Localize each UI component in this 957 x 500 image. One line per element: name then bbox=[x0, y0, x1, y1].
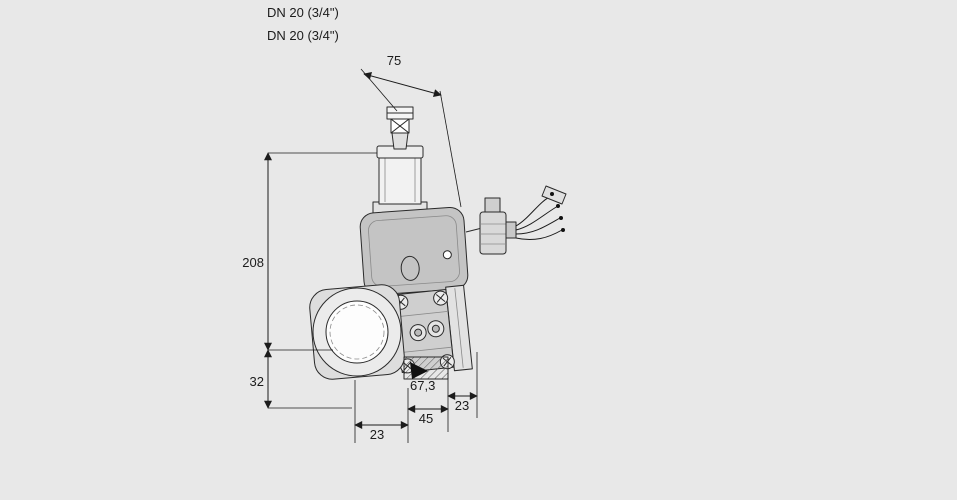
bottom-section-detail bbox=[403, 356, 449, 380]
body-port-screw-center bbox=[431, 324, 440, 333]
plug-top-block bbox=[484, 197, 501, 213]
dimension-75: 75 bbox=[360, 53, 462, 208]
wire bbox=[515, 205, 559, 231]
dimension-208: 208 bbox=[242, 152, 377, 351]
wire-end-dot bbox=[550, 192, 554, 196]
wire-end-dot bbox=[556, 204, 560, 208]
housing-sight-hole bbox=[442, 250, 452, 260]
top-connector bbox=[386, 106, 414, 150]
housing-panel bbox=[368, 215, 460, 287]
connector-cross-line bbox=[390, 118, 410, 134]
extension-line bbox=[439, 90, 462, 208]
actuator-body bbox=[378, 155, 422, 205]
dimension-label-23-left: 23 bbox=[370, 427, 384, 442]
port-thread bbox=[329, 304, 385, 360]
dimension-label-45: 45 bbox=[419, 411, 433, 426]
rear-plate-line bbox=[454, 288, 464, 368]
cable-gland bbox=[505, 221, 517, 239]
connector-neck bbox=[391, 132, 409, 150]
housing-outline bbox=[359, 206, 469, 296]
plug-link-line bbox=[465, 227, 483, 233]
dimension-line bbox=[363, 72, 442, 97]
dimension-label-75: 75 bbox=[387, 53, 401, 68]
dimension-label-208: 208 bbox=[242, 255, 264, 270]
section-hatch bbox=[403, 356, 449, 380]
valve-body bbox=[393, 288, 455, 374]
wire-end-dot bbox=[559, 216, 563, 220]
wire bbox=[515, 217, 561, 235]
cable-plug-assembly bbox=[465, 185, 567, 255]
body-port-screw-center bbox=[414, 328, 423, 337]
inlet-flange bbox=[309, 284, 405, 380]
body-line bbox=[400, 346, 452, 354]
wire bbox=[515, 229, 563, 241]
dn-labels: DN 20 (3/4") DN 20 (3/4") bbox=[267, 5, 339, 43]
dimension-label-67-3: 67,3 bbox=[410, 378, 435, 393]
dimension-label-23-right: 23 bbox=[455, 398, 469, 413]
extension-line bbox=[360, 68, 398, 112]
dimension-67-3: 67,3 bbox=[410, 378, 435, 393]
section-arrow bbox=[410, 362, 428, 379]
solenoid-actuator bbox=[372, 145, 428, 215]
wire-end-dot bbox=[561, 228, 565, 232]
bolt-top-right bbox=[433, 290, 449, 306]
dn-label-line1: DN 20 (3/4") bbox=[267, 5, 339, 20]
wire-end-connector bbox=[541, 185, 567, 205]
port-bore bbox=[325, 300, 389, 364]
body-line bbox=[396, 310, 449, 318]
dimension-label-32: 32 bbox=[250, 374, 264, 389]
dn-label-line2: DN 20 (3/4") bbox=[267, 28, 339, 43]
dimension-bottom-group: 23 45 23 bbox=[354, 352, 478, 443]
housing-oval-detail bbox=[400, 255, 420, 281]
dimension-32: 32 bbox=[250, 349, 352, 409]
valve-housing bbox=[359, 206, 469, 296]
plug-body bbox=[479, 211, 507, 255]
